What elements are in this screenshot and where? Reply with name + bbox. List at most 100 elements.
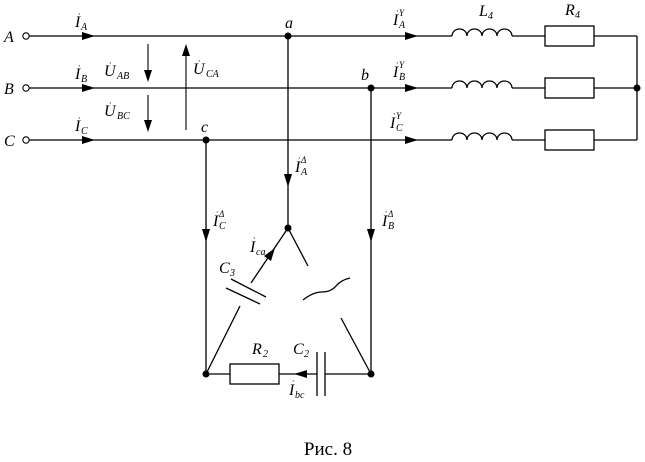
svg-text:I: I: [212, 213, 219, 230]
resistor-a: [544, 25, 595, 47]
label-l4: L 4: [478, 3, 493, 22]
svg-text:I: I: [294, 159, 301, 176]
voltage-arrows: [144, 44, 190, 132]
arrow-icd: [202, 229, 210, 242]
arrow-iby: [405, 84, 418, 92]
svg-text:·: ·: [385, 207, 387, 217]
star-point: [633, 84, 641, 92]
arrow-iay: [405, 32, 418, 40]
label-r4: R 4: [564, 2, 580, 21]
svg-text:U: U: [193, 61, 206, 78]
resistor-r2: [229, 363, 280, 385]
svg-text:C: C: [81, 126, 88, 137]
svg-text:U: U: [104, 103, 117, 120]
phase-label-a: A: [3, 29, 14, 46]
svg-text:I: I: [249, 239, 256, 256]
svg-text:A: A: [300, 167, 308, 178]
label-c2: C 2: [293, 341, 309, 360]
resistor-c: [544, 129, 595, 151]
capacitor-c3-plate1: [225, 287, 261, 305]
arrow-iad: [284, 174, 292, 187]
inductor-b: [451, 80, 513, 89]
svg-text:·: ·: [78, 61, 80, 71]
label-uca: · U CA: [193, 56, 220, 80]
svg-text:C: C: [219, 260, 230, 277]
svg-text:4: 4: [488, 11, 493, 22]
svg-text:I: I: [392, 64, 399, 81]
svg-text:C: C: [219, 221, 226, 232]
phase-label-c: C: [4, 133, 15, 150]
svg-text:·: ·: [396, 6, 398, 16]
star-load-wires: [512, 25, 641, 151]
open-branch-ab: [302, 277, 351, 301]
label-iay: · I Y A: [392, 6, 406, 31]
label-ibc: · I bc: [288, 376, 305, 401]
label-iad: · I Δ A: [294, 153, 308, 178]
arrow-ibc: [294, 370, 307, 378]
label-ubc: · U BC: [104, 98, 130, 122]
capacitor-c3-plate2: [230, 278, 267, 298]
svg-text:I: I: [74, 118, 81, 135]
svg-text:3: 3: [229, 268, 235, 279]
label-ibd: · I Δ B: [381, 207, 394, 232]
label-r2: R 2: [251, 341, 268, 360]
phase-label-b: B: [4, 81, 14, 98]
svg-text:bc: bc: [295, 390, 305, 401]
delta-node-c: [202, 370, 210, 378]
svg-text:R: R: [564, 2, 575, 19]
line-wires: [29, 35, 452, 141]
svg-text:A: A: [80, 22, 88, 33]
svg-text:C: C: [293, 341, 304, 358]
svg-text:I: I: [381, 213, 388, 230]
arrow-ibd: [367, 229, 375, 242]
inductor-a: [451, 28, 513, 37]
svg-text:CA: CA: [206, 69, 220, 80]
svg-text:A: A: [398, 20, 406, 31]
node-label-b: b: [361, 67, 369, 84]
figure-caption: Рис. 8: [304, 439, 352, 460]
svg-text:·: ·: [216, 207, 218, 217]
arrow-icy: [405, 136, 418, 144]
svg-text:R: R: [251, 341, 262, 358]
svg-text:U: U: [104, 63, 117, 80]
current-arrows: [62, 32, 418, 378]
label-ic: · I C: [74, 113, 88, 137]
resistor-b: [544, 77, 595, 99]
label-uab: · U AB: [104, 58, 129, 82]
terminal-a: [22, 32, 30, 40]
node-b: [367, 84, 375, 92]
svg-text:I: I: [389, 115, 396, 132]
node-c: [202, 136, 210, 144]
inductors: [451, 28, 513, 141]
svg-text:L: L: [478, 3, 488, 20]
label-ib: · I B: [74, 61, 87, 85]
delta-load: [202, 32, 375, 396]
svg-text:·: ·: [298, 153, 300, 163]
node-label-a: a: [285, 15, 293, 32]
svg-text:I: I: [74, 66, 81, 83]
label-icd: · I Δ C: [212, 207, 226, 232]
svg-text:·: ·: [78, 113, 80, 123]
svg-text:·: ·: [253, 233, 255, 243]
svg-text:ca: ca: [256, 247, 265, 258]
terminal-c: [22, 136, 30, 144]
terminal-b: [22, 84, 30, 92]
label-icy: · I Y C: [389, 109, 403, 134]
svg-text:·: ·: [198, 56, 200, 66]
delta-node-a: [284, 224, 292, 232]
delta-node-b: [367, 370, 375, 378]
label-c3: C 3: [219, 260, 235, 279]
arrow-ic: [82, 136, 95, 144]
svg-text:I: I: [74, 14, 81, 31]
label-iby: · I Y B: [392, 58, 405, 83]
svg-text:C: C: [396, 123, 403, 134]
svg-text:2: 2: [304, 349, 309, 360]
svg-text:I: I: [288, 382, 295, 399]
svg-text:·: ·: [393, 109, 395, 119]
inductor-c: [451, 132, 513, 141]
svg-text:Y: Y: [399, 8, 405, 18]
svg-text:·: ·: [292, 376, 294, 386]
node-label-c: c: [201, 119, 208, 136]
svg-text:·: ·: [109, 98, 111, 108]
